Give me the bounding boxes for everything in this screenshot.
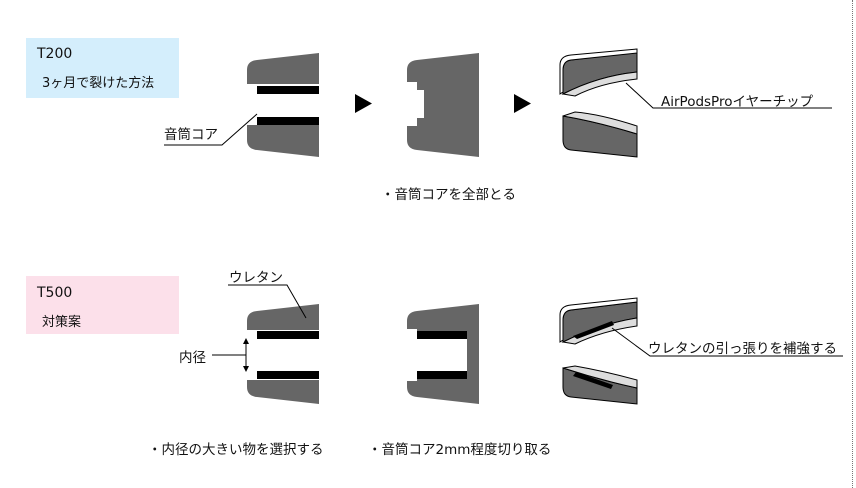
label-urethane: ウレタン xyxy=(229,270,283,286)
label-core: 音筒コア xyxy=(164,127,218,143)
t500-eartip-core-trimmed xyxy=(407,304,479,404)
label-airpods-tip: AirPodsProイヤーチップ xyxy=(661,94,814,110)
caption-trim-core: ・音筒コア2mm程度切り取る xyxy=(368,442,552,458)
tag-t200-subtitle: 3ヶ月で裂けた方法 xyxy=(42,76,155,91)
caption-remove-core: ・音筒コアを全部とる xyxy=(381,187,516,203)
t200-eartip-with-core xyxy=(247,53,319,157)
t200-eartip-on-airpods-tip xyxy=(559,48,638,158)
arrow-right-icon xyxy=(355,94,372,113)
caption-large-inner-diameter: ・内径の大きい物を選択する xyxy=(148,442,324,458)
label-inner-diameter: 内径 xyxy=(179,350,206,366)
tag-t200-title: T200 xyxy=(37,46,73,62)
label-reinforce: ウレタンの引っ張りを補強する xyxy=(648,341,837,357)
tag-t500-subtitle: 対策案 xyxy=(42,315,82,330)
dimension-arrow-up-icon xyxy=(243,338,249,344)
arrow-right-icon xyxy=(514,94,531,113)
t500-eartip-reinforced-on-tip xyxy=(559,297,638,405)
tag-t500-title: T500 xyxy=(37,285,73,301)
core-leader-line xyxy=(164,113,258,146)
page-edge-dotted-line xyxy=(852,0,853,488)
tag-t200: T200 3ヶ月で裂けた方法 xyxy=(26,38,179,98)
urethane-leader-line xyxy=(228,284,307,319)
reinforce-leader-line xyxy=(611,327,843,357)
tag-t500: T500 対策案 xyxy=(26,276,179,334)
dimension-arrow-down-icon xyxy=(243,366,249,372)
airpods-leader-line xyxy=(625,82,832,109)
t200-eartip-core-removed xyxy=(407,53,479,157)
t500-eartip-large-inner-diameter xyxy=(247,304,319,404)
